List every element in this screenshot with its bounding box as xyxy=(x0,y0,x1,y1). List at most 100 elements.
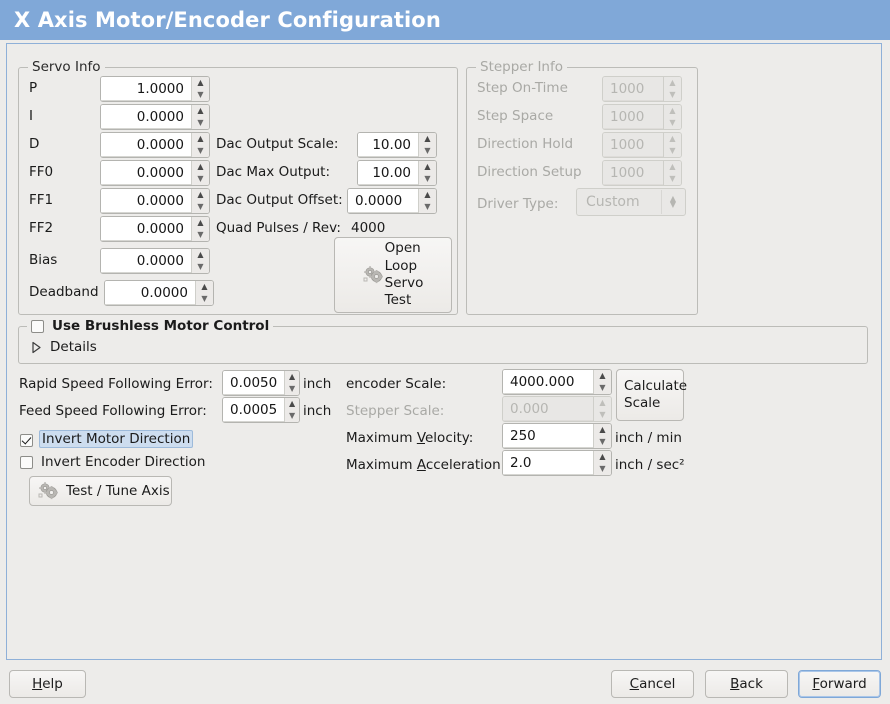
spin-down-icon[interactable]: ▼ xyxy=(669,118,676,127)
spin-dac-output-scale-buttons[interactable]: ▲▼ xyxy=(418,133,436,157)
spin-up-icon[interactable]: ▲ xyxy=(599,398,606,407)
spin-step-on-time-buttons[interactable]: ▲▼ xyxy=(663,77,681,101)
chevron-updown-icon[interactable]: ▲▼ xyxy=(661,190,684,214)
spin-up-icon[interactable]: ▲ xyxy=(599,452,606,461)
back-button[interactable]: Back xyxy=(705,670,788,698)
spin-up-icon[interactable]: ▲ xyxy=(197,78,204,87)
driver-type-combo[interactable]: Custom ▲▼ xyxy=(576,188,686,216)
spin-up-icon[interactable]: ▲ xyxy=(599,371,606,380)
spin-down-icon[interactable]: ▼ xyxy=(599,383,606,392)
spin-down-icon[interactable]: ▼ xyxy=(197,118,204,127)
spin-feed-following-error[interactable]: 0.0005 ▲▼ xyxy=(222,397,300,423)
spin-down-icon[interactable]: ▼ xyxy=(197,90,204,99)
spin-down-icon[interactable]: ▼ xyxy=(599,410,606,419)
spin-down-icon[interactable]: ▼ xyxy=(424,146,431,155)
spin-maximum-velocity-buttons[interactable]: ▲▼ xyxy=(593,424,611,448)
spin-stepper-scale[interactable]: 0.000 ▲▼ xyxy=(502,396,612,422)
calculate-scale-button[interactable]: Calculate Scale xyxy=(616,369,687,421)
spin-step-on-time[interactable]: 1000 ▲▼ xyxy=(602,76,682,102)
spin-rapid-following-error-buttons[interactable]: ▲▼ xyxy=(284,371,299,395)
spin-up-icon[interactable]: ▲ xyxy=(197,106,204,115)
spin-step-space-buttons[interactable]: ▲▼ xyxy=(663,105,681,129)
spin-ff0-buttons[interactable]: ▲▼ xyxy=(191,161,209,185)
spin-up-icon[interactable]: ▲ xyxy=(669,106,676,115)
spin-down-icon[interactable]: ▼ xyxy=(197,230,204,239)
spin-down-icon[interactable]: ▼ xyxy=(599,464,606,473)
spin-maximum-acceleration[interactable]: 2.0 ▲▼ xyxy=(502,450,612,476)
spin-down-icon[interactable]: ▼ xyxy=(599,437,606,446)
spin-down-icon[interactable]: ▼ xyxy=(197,262,204,271)
spin-up-icon[interactable]: ▲ xyxy=(197,134,204,143)
spin-up-icon[interactable]: ▲ xyxy=(424,134,431,143)
spin-d[interactable]: 0.0000 ▲▼ xyxy=(100,132,210,158)
spin-encoder-scale[interactable]: 4000.000 ▲▼ xyxy=(502,369,612,395)
spin-p-buttons[interactable]: ▲▼ xyxy=(191,77,209,101)
spin-down-icon[interactable]: ▼ xyxy=(197,146,204,155)
spin-stepper-scale-buttons[interactable]: ▲▼ xyxy=(593,397,611,421)
use-brushless-motor-control-checkbox-row[interactable]: Use Brushless Motor Control xyxy=(27,318,274,334)
spin-ff2[interactable]: 0.0000 ▲▼ xyxy=(100,216,210,242)
spin-ff1[interactable]: 0.0000 ▲▼ xyxy=(100,188,210,214)
spin-dac-output-scale[interactable]: 10.00 ▲▼ xyxy=(357,132,437,158)
spin-down-icon[interactable]: ▼ xyxy=(424,202,431,211)
spin-encoder-scale-buttons[interactable]: ▲▼ xyxy=(593,370,611,394)
spin-direction-hold-buttons[interactable]: ▲▼ xyxy=(663,133,681,157)
details-expander[interactable]: Details xyxy=(31,339,97,355)
spin-up-icon[interactable]: ▲ xyxy=(669,78,676,87)
spin-dac-output-offset[interactable]: 0.0000 ▲▼ xyxy=(347,188,437,214)
spin-up-icon[interactable]: ▲ xyxy=(197,218,204,227)
spin-up-icon[interactable]: ▲ xyxy=(599,425,606,434)
forward-button[interactable]: Forward xyxy=(798,670,881,698)
spin-p[interactable]: 1.0000 ▲▼ xyxy=(100,76,210,102)
spin-deadband-buttons[interactable]: ▲▼ xyxy=(195,281,213,305)
spin-up-icon[interactable]: ▲ xyxy=(197,162,204,171)
spin-direction-setup[interactable]: 1000 ▲▼ xyxy=(602,160,682,186)
spin-down-icon[interactable]: ▼ xyxy=(201,294,208,303)
spin-dac-max-output-buttons[interactable]: ▲▼ xyxy=(418,161,436,185)
spin-up-icon[interactable]: ▲ xyxy=(424,190,431,199)
spin-down-icon[interactable]: ▼ xyxy=(289,384,296,393)
spin-up-icon[interactable]: ▲ xyxy=(289,399,296,408)
spin-down-icon[interactable]: ▼ xyxy=(669,174,676,183)
spin-rapid-following-error[interactable]: 0.0050 ▲▼ xyxy=(222,370,300,396)
spin-down-icon[interactable]: ▼ xyxy=(669,146,676,155)
spin-down-icon[interactable]: ▼ xyxy=(669,90,676,99)
spin-up-icon[interactable]: ▲ xyxy=(197,250,204,259)
invert-encoder-direction-checkbox[interactable] xyxy=(20,456,33,469)
open-loop-servo-test-button[interactable]: Open Loop Servo Test xyxy=(334,237,452,313)
cancel-button[interactable]: Cancel xyxy=(611,670,694,698)
invert-encoder-direction-label[interactable]: Invert Encoder Direction xyxy=(41,454,206,470)
spin-d-buttons[interactable]: ▲▼ xyxy=(191,133,209,157)
spin-direction-setup-buttons[interactable]: ▲▼ xyxy=(663,161,681,185)
invert-motor-direction-checkbox[interactable] xyxy=(20,434,33,447)
spin-down-icon[interactable]: ▼ xyxy=(289,411,296,420)
spin-deadband[interactable]: 0.0000 ▲▼ xyxy=(104,280,214,306)
spin-up-icon[interactable]: ▲ xyxy=(289,372,296,381)
spin-maximum-velocity[interactable]: 250 ▲▼ xyxy=(502,423,612,449)
spin-ff2-buttons[interactable]: ▲▼ xyxy=(191,217,209,241)
spin-i[interactable]: 0.0000 ▲▼ xyxy=(100,104,210,130)
spin-up-icon[interactable]: ▲ xyxy=(201,282,208,291)
spin-step-space[interactable]: 1000 ▲▼ xyxy=(602,104,682,130)
spin-feed-following-error-buttons[interactable]: ▲▼ xyxy=(284,398,299,422)
spin-up-icon[interactable]: ▲ xyxy=(424,162,431,171)
spin-i-buttons[interactable]: ▲▼ xyxy=(191,105,209,129)
spin-up-icon[interactable]: ▲ xyxy=(669,162,676,171)
invert-motor-direction-label[interactable]: Invert Motor Direction xyxy=(39,430,194,448)
chevron-right-icon[interactable] xyxy=(31,341,42,354)
spin-dac-output-offset-buttons[interactable]: ▲▼ xyxy=(418,189,436,213)
spin-maximum-acceleration-buttons[interactable]: ▲▼ xyxy=(593,451,611,475)
spin-direction-hold[interactable]: 1000 ▲▼ xyxy=(602,132,682,158)
spin-bias[interactable]: 0.0000 ▲▼ xyxy=(100,248,210,274)
test-tune-axis-button[interactable]: Test / Tune Axis xyxy=(29,476,172,506)
spin-down-icon[interactable]: ▼ xyxy=(197,202,204,211)
spin-down-icon[interactable]: ▼ xyxy=(197,174,204,183)
spin-dac-max-output[interactable]: 10.00 ▲▼ xyxy=(357,160,437,186)
help-button[interactable]: Help xyxy=(9,670,86,698)
spin-bias-buttons[interactable]: ▲▼ xyxy=(191,249,209,273)
spin-down-icon[interactable]: ▼ xyxy=(424,174,431,183)
spin-up-icon[interactable]: ▲ xyxy=(669,134,676,143)
spin-up-icon[interactable]: ▲ xyxy=(197,190,204,199)
spin-ff1-buttons[interactable]: ▲▼ xyxy=(191,189,209,213)
use-brushless-checkbox[interactable] xyxy=(31,319,44,333)
